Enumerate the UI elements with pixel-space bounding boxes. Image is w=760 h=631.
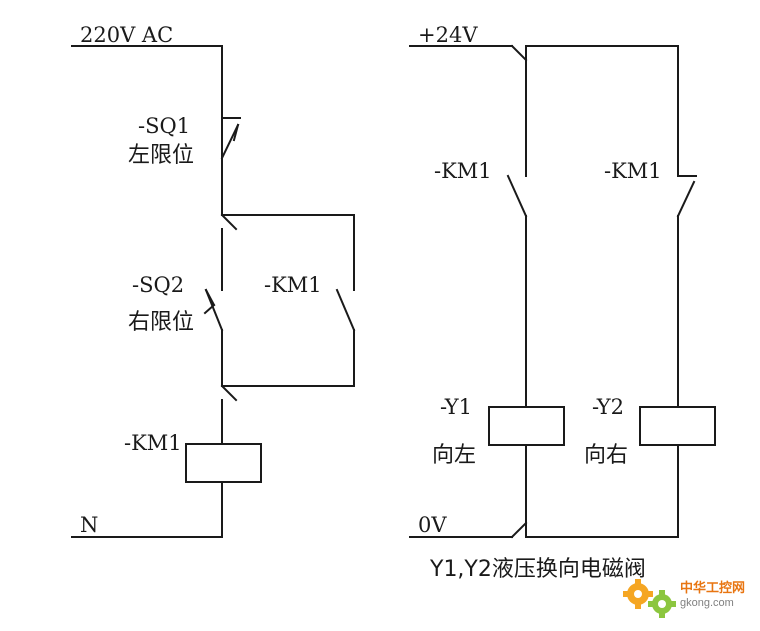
y2-solenoid-symbol (639, 406, 716, 446)
wire (510, 521, 528, 539)
supply-label-24v: +24V (418, 23, 478, 47)
sq2-tag: -SQ2 (132, 273, 184, 297)
y1-description: 向左 (432, 443, 476, 468)
wire (220, 213, 238, 231)
km1-holding-contact-symbol (335, 288, 356, 332)
supply-label-220v: 220V AC (80, 23, 173, 47)
wire (510, 44, 528, 62)
y2-tag: -Y2 (592, 395, 624, 419)
gear-icon (648, 590, 676, 618)
ground-label-0v: 0V (418, 513, 447, 537)
km1-nc-tag: -KM1 (604, 159, 662, 183)
sq1-limit-switch-symbol (220, 117, 241, 160)
sq1-description: 左限位 (128, 143, 194, 168)
right-solenoid-circuit (409, 44, 716, 539)
watermark-brand: 中华工控网 (680, 580, 745, 595)
y2-description: 向右 (584, 443, 628, 468)
km1-contact-tag: -KM1 (264, 273, 322, 297)
sq2-limit-switch-symbol (203, 288, 224, 332)
watermark-domain: gkong.com (680, 597, 734, 609)
diagram-caption: Y1,Y2液压换向电磁阀 (429, 557, 646, 582)
km1-nc-contact-symbol (676, 175, 697, 218)
watermark-logo: 中华工控网 gkong.com (623, 579, 745, 618)
neutral-label: N (80, 513, 98, 537)
km1-no-contact-symbol (506, 174, 528, 218)
left-control-circuit (71, 45, 356, 538)
sq1-tag: -SQ1 (138, 114, 190, 138)
wire (220, 384, 238, 402)
km1-coil-symbol (185, 443, 262, 483)
km1-coil-tag: -KM1 (124, 431, 182, 455)
y1-tag: -Y1 (440, 395, 472, 419)
sq2-description: 右限位 (128, 310, 194, 335)
km1-no-tag: -KM1 (434, 159, 492, 183)
y1-solenoid-symbol (488, 406, 565, 446)
gear-icon (623, 579, 653, 609)
